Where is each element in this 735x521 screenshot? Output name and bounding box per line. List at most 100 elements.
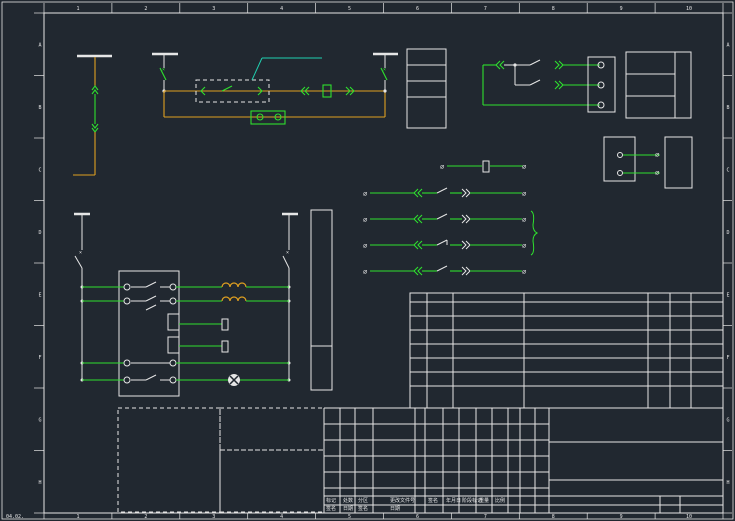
switch-block-top-right[interactable] [482,56,616,113]
zone-col-label: 5 [348,514,351,520]
switch-rows[interactable]: ⌀⌀⌀⌀⌀⌀⌀⌀ [363,187,526,276]
zone-row-label: F [726,355,729,361]
zone-col-label: 2 [144,6,147,12]
zone-row-label: A [726,42,729,48]
bus-coupler-circuit[interactable]: × × [152,52,398,125]
svg-text:×: × [286,250,289,256]
terminal-right: ⌀ [522,216,526,224]
zone-col-label: 8 [552,6,555,12]
title-block [117,407,723,513]
tb-header-label: 标记 [326,497,336,504]
contact-left [413,240,423,250]
zone-row-label: D [726,230,729,236]
switch-blade [436,239,448,246]
terminal-right: ⌀ [522,242,526,250]
contact-right [461,240,471,250]
contact-left [413,266,423,276]
zone-row-label: H [38,480,41,486]
contact-right [461,188,471,198]
brace-right [530,210,539,256]
svg-text:⌀: ⌀ [655,151,659,159]
revision-table [409,292,724,409]
zone-col-label: 9 [620,6,623,12]
svg-text:×: × [79,250,82,256]
title-block-headers: 标记处数分区更改文件号签名年月日阶段标记重量比例签名日期签名日期 [326,497,505,512]
legend-box-1 [406,48,447,129]
revision-table-frame [409,292,724,409]
terminal-block-right[interactable]: ⌀ ⌀ [603,136,693,189]
tb-header-label: 比例 [495,497,505,504]
tb-header-label: 重量 [479,497,489,504]
svg-text:⌀: ⌀ [522,163,526,171]
terminal-left: ⌀ [363,216,367,224]
svg-text:×: × [162,67,165,73]
zone-col-label: 2 [144,514,147,520]
zone-col-label: 9 [620,514,623,520]
zone-col-label: 4 [280,514,283,520]
zone-col-label: 1 [76,6,79,12]
svg-text:⌀: ⌀ [440,163,444,171]
switch-row: ⌀⌀ [363,239,526,250]
terminal-left: ⌀ [363,190,367,198]
zone-col-label: 10 [686,6,692,12]
switch-blade [436,187,448,194]
tb-sign-label: 日期 [343,506,353,512]
legend-box-2 [625,51,692,119]
zone-row-label: E [726,292,729,298]
zone-col-label: 1 [76,514,79,520]
corner-note: 04.02. [6,514,24,520]
zone-row-label: B [38,105,41,111]
zone-row-label: A [38,42,41,48]
tb-header-label: 分区 [358,497,368,504]
zone-col-label: 4 [280,6,283,12]
zone-col-label: 6 [416,514,419,520]
svg-text:⌀: ⌀ [655,169,659,177]
switch-row: ⌀⌀ [363,213,526,224]
tb-header-label: 阶段标记 [462,497,482,504]
zone-col-label: 3 [212,6,215,12]
switch-blade [436,213,448,220]
contact-right [461,266,471,276]
terminal-right: ⌀ [522,268,526,276]
terminal-right: ⌀ [522,190,526,198]
zone-row-label: D [38,230,41,236]
contact-left [413,214,423,224]
zone-col-label: 10 [686,514,692,520]
zone-row-label: G [38,417,41,423]
tb-header-label: 年月日 [446,497,461,504]
zone-col-label: 6 [416,6,419,12]
zone-row-label: F [38,355,41,361]
zone-col-label: 5 [348,6,351,12]
zone-row-label: B [726,105,729,111]
contact-right [461,214,471,224]
zone-columns-bottom: 1 2 3 4 5 6 7 8 9 10 [43,513,724,520]
terminal-left: ⌀ [363,242,367,250]
zone-col-label: 7 [484,514,487,520]
tb-sign-label: 签名 [326,505,336,512]
zone-row-label: C [38,167,41,173]
zone-row-label: G [726,417,729,423]
zone-row-label: H [726,480,729,486]
tb-sign-label: 签名 [358,505,368,512]
switch-blade [436,265,448,272]
terminal-left: ⌀ [363,268,367,276]
tb-header-label: 签名 [428,497,438,504]
fuse-line[interactable]: ⌀ ⌀ [440,160,526,173]
zone-col-label: 3 [212,514,215,520]
switch-row: ⌀⌀ [363,265,526,276]
feeder-isolator-left[interactable] [73,54,112,176]
zone-col-label: 8 [552,514,555,520]
control-circuit-left[interactable]: × × [74,212,298,397]
tb-sign-label: 日期 [390,506,400,512]
switch-row: ⌀⌀ [363,187,526,198]
tb-header-label: 更改文件号 [390,497,415,504]
svg-text:×: × [383,67,386,73]
tb-header-label: 处数 [343,497,353,504]
vertical-legend-box [310,209,333,391]
sheet-inner-frame [43,12,724,514]
